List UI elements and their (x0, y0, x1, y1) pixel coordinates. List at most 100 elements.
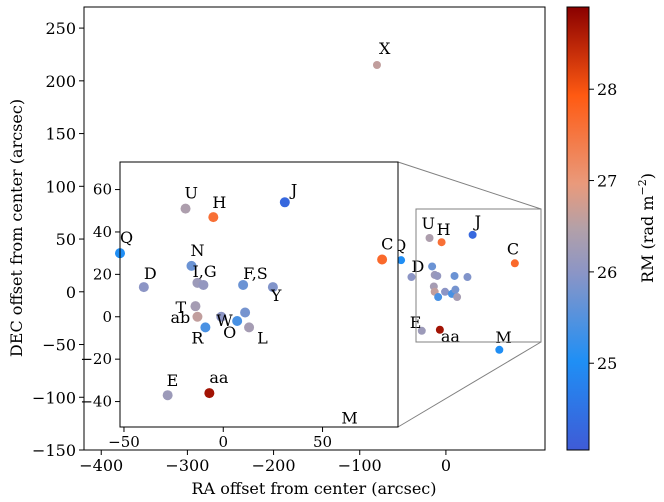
zoom-connector-top (397, 161, 542, 210)
inset-data-point-N (186, 260, 197, 271)
inset-point-label-aa: aa (209, 368, 229, 387)
y-tick-label: 200 (45, 72, 76, 91)
data-point-R (434, 293, 443, 302)
inset-data-point-L (244, 322, 255, 333)
inset-data-point-Y (240, 307, 251, 318)
x-tick-label: −100 (338, 456, 382, 475)
inset-x-tick-label: 50 (313, 433, 332, 451)
colorbar-tick-label: 27 (597, 172, 617, 191)
y-tick-label: 100 (45, 177, 76, 196)
data-point-aa (435, 325, 444, 334)
inset-point-label-W: W (216, 311, 233, 330)
inset-data-point-ab (192, 311, 203, 322)
inset-point-label-Y: Y (270, 286, 282, 305)
y-tick-label: −150 (32, 441, 76, 460)
colorbar-title-main: RM (rad m (638, 196, 657, 283)
data-point-N (428, 262, 437, 271)
inset-data-point-H (208, 212, 219, 223)
x-tick-label: 0 (441, 456, 451, 475)
inset-background (120, 162, 398, 427)
inset-data-point-F (238, 279, 249, 290)
point-label-X: X (379, 39, 391, 58)
inset-y-tick-label: −20 (80, 350, 112, 368)
data-point-L (453, 293, 462, 302)
data-point-Y (451, 285, 460, 294)
y-tick-label: −100 (32, 388, 76, 407)
point-label-M: M (495, 328, 511, 347)
inset-y-tick-label: 20 (93, 265, 112, 283)
point-label-D: D (411, 257, 424, 276)
inset-data-points (115, 197, 388, 401)
main-plot-frame (83, 6, 546, 451)
inset-data-point-U (180, 203, 191, 214)
colorbar-title-exponent: −2 (636, 179, 649, 195)
data-point-C (510, 259, 519, 268)
inset-plot-frame (119, 161, 399, 428)
point-label-aa: aa (441, 327, 461, 346)
data-point-G (433, 271, 442, 280)
inset-point-label-IG: I,G (192, 262, 216, 281)
point-label-H: H (437, 220, 451, 239)
main-x-ticks: −400 −300 −200 −100 0 (79, 450, 451, 475)
y-tick-label: 250 (45, 19, 76, 38)
inset-y-ticks: −40 −20 0 20 40 60 (80, 181, 120, 411)
colorbar-tick-label: 26 (597, 263, 617, 282)
inset-data-point-C (377, 254, 388, 265)
inset-point-label-D: D (144, 264, 157, 283)
inset-data-point-J (279, 197, 290, 208)
colorbar-tick-label: 28 (597, 80, 617, 99)
inset-point-label-R: R (191, 328, 204, 347)
data-point-X (372, 61, 381, 70)
point-label-C: C (507, 239, 519, 258)
main-data-points (372, 61, 519, 354)
inset-x-tick-label: 0 (218, 433, 228, 451)
inset-point-label-U: U (185, 184, 198, 203)
inset-point-label-O: O (223, 323, 236, 342)
point-label-U: U (422, 214, 435, 233)
inset-data-point-W (216, 311, 227, 322)
data-point-U (425, 233, 434, 242)
inset-data-point-aa (204, 388, 215, 399)
colorbar-ticks: 25 26 27 28 (589, 80, 617, 373)
data-point-J (468, 230, 477, 239)
y-tick-label: 150 (45, 125, 76, 144)
inset-point-label-T: T (175, 298, 186, 317)
inset-y-tick-label: 60 (93, 181, 112, 199)
y-axis-title: DEC offset from center (arcsec) (7, 99, 26, 357)
data-point-M (495, 345, 504, 354)
x-tick-label: −200 (252, 456, 296, 475)
x-tick-label: −400 (79, 456, 123, 475)
inset-point-label-H: H (212, 193, 226, 212)
inset-point-label-FS: F,S (243, 264, 268, 283)
inset-data-point-T (190, 301, 201, 312)
data-point-E (417, 326, 426, 335)
inset-y-tick-label: 0 (102, 308, 112, 326)
inset-data-point-G (198, 279, 209, 290)
data-point-S (463, 273, 472, 282)
colorbar-title: RM (rad m−2) (636, 173, 657, 283)
inset-y-tick-label: 40 (93, 223, 112, 241)
x-tick-label: −300 (165, 456, 209, 475)
data-point-F (450, 271, 459, 280)
inset-data-point-D (138, 282, 149, 293)
colorbar-title-close: ) (638, 173, 657, 179)
inset-y-tick-label: −40 (80, 393, 112, 411)
inset-point-label-L: L (257, 328, 268, 347)
y-tick-label: 50 (56, 230, 76, 249)
inset-point-label-ab: ab (170, 308, 190, 327)
inset-point-label-N: N (190, 241, 204, 260)
inset-data-point-E (162, 390, 173, 401)
data-point-H (437, 238, 446, 247)
colorbar-tick-label: 25 (597, 354, 617, 373)
inset-data-point-O (232, 316, 243, 326)
inset-data-point-R (200, 322, 211, 333)
data-point-Q (397, 256, 406, 265)
inset-data-point-S (267, 282, 278, 293)
point-label-J: J (473, 212, 481, 231)
inset-point-label-J: J (289, 180, 297, 199)
inset-point-label-E: E (167, 371, 179, 390)
